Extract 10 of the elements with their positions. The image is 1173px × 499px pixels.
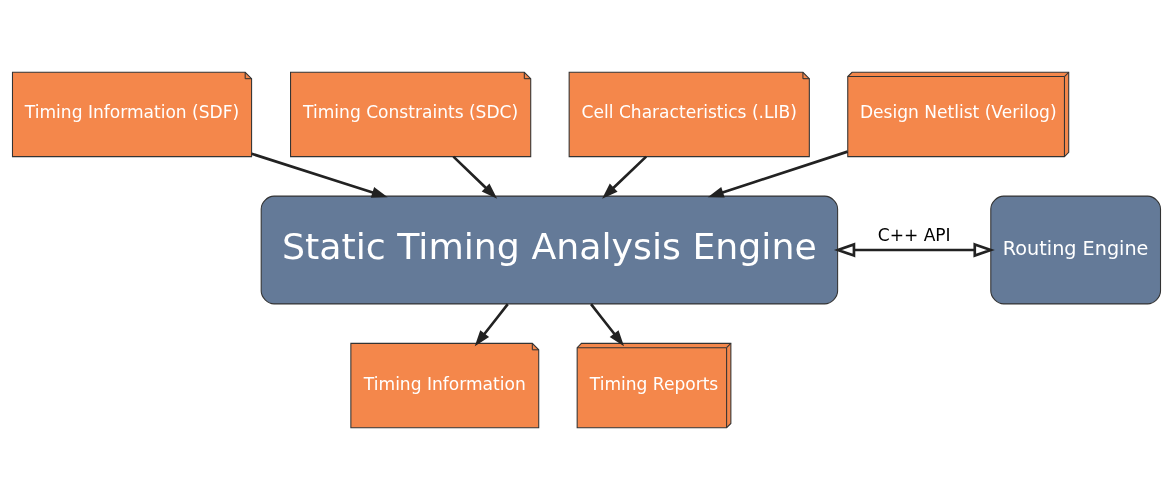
arrow: [251, 151, 388, 198]
arrow: [833, 242, 995, 257]
arrow: [707, 149, 848, 198]
node-box: Static Timing Analysis Engine: [260, 195, 839, 304]
edge-label: C++ API: [877, 224, 951, 245]
arrow: [452, 155, 498, 199]
arrow: [474, 302, 509, 346]
arrow: [602, 155, 648, 199]
arrow: [590, 302, 624, 346]
node-box: Routing Engine: [990, 195, 1162, 304]
